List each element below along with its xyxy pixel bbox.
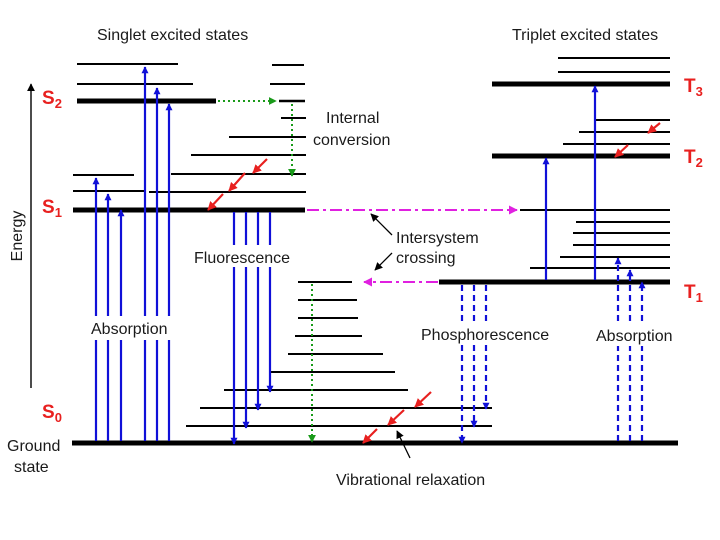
vibrational-relaxation-arrow: [228, 172, 246, 192]
vibrational-relaxation-arrows: [207, 122, 661, 444]
phosphorescence-label: Phosphorescence: [421, 327, 549, 344]
state-label-t2: T2: [684, 147, 703, 170]
ground-vib-levels: [186, 281, 492, 427]
state-label-s1: S1: [42, 197, 62, 220]
triplet-dashed-absorption-arrows: [614, 257, 646, 441]
singlet-levels: [73, 63, 306, 193]
vibrational-relaxation-arrow: [252, 158, 268, 174]
phosphorescence-arrows: [458, 285, 490, 444]
singlet-absorption-arrows: [92, 66, 173, 441]
isc-pointer-arrow: [370, 213, 393, 236]
absorption-singlet-label: Absorption: [91, 321, 168, 338]
vibrational-relaxation-label: Vibrational relaxation: [336, 472, 485, 489]
ground-state-label-line2: state: [14, 459, 49, 476]
absorption-triplet-label: Absorption: [596, 328, 673, 345]
energy-axis-label: Energy: [9, 211, 26, 262]
absorption-triplet-label-mask: [594, 324, 684, 346]
isc-pointer-lines: [370, 213, 393, 271]
internal-conversion-arrows: [218, 97, 316, 443]
state-label-s0: S0: [42, 402, 62, 425]
energy-axis: Energy: [9, 83, 35, 388]
singlet-header: Singlet excited states: [97, 27, 248, 44]
state-label-t3: T3: [684, 76, 703, 99]
triplet-header: Triplet excited states: [512, 27, 658, 44]
internal-conversion-label-line1: Internal: [326, 110, 379, 127]
vibrational-relaxation-pointer: [396, 430, 411, 459]
vibrational-relaxation-arrow: [647, 122, 661, 134]
phosphorescence-label-mask: [419, 322, 567, 344]
vibrational-relaxation-arrow: [614, 144, 629, 158]
intersystem-crossing-label-line1: Intersystem: [396, 230, 479, 247]
isc-pointer-arrow: [374, 252, 393, 271]
state-labels: S2 S1 S0 T3 T2 T1: [42, 76, 703, 425]
vibrational-relaxation-arrow: [387, 409, 405, 426]
absorption-label-mask: [86, 316, 182, 340]
vibrational-relaxation-arrow: [362, 428, 378, 444]
intersystem-crossing-label-line2: crossing: [396, 250, 456, 267]
vibrational-relaxation-arrow: [414, 391, 432, 408]
state-label-t1: T1: [684, 282, 703, 305]
ground-state-label-line1: Ground: [7, 438, 60, 455]
triplet-absorption-arrows: [542, 85, 599, 280]
fluorescence-label-mask: [190, 245, 302, 267]
fluorescence-label: Fluorescence: [194, 250, 290, 267]
intersystem-crossing-arrows: [307, 205, 518, 287]
internal-conversion-label-line2: conversion: [313, 132, 390, 149]
vibrational-relaxation-arrow: [207, 193, 224, 211]
state-label-s2: S2: [42, 88, 62, 111]
